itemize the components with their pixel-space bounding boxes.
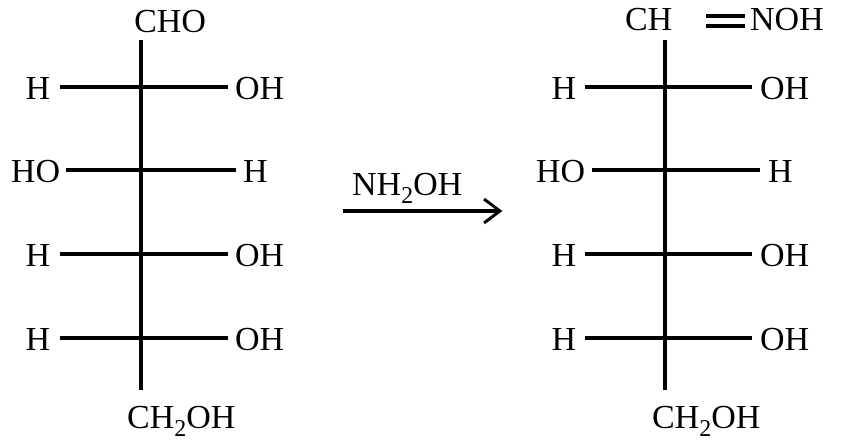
right-substituent: H [768, 153, 793, 190]
left-substituent: H [551, 321, 576, 358]
product-row-1: H OH [551, 70, 809, 107]
reactant-row-2: HO H [11, 153, 268, 190]
reactant-row-1: H OH [25, 70, 284, 107]
left-substituent: H [25, 70, 50, 107]
reaction-arrow: NH2OH [343, 166, 503, 225]
reactant-row-4: H OH [25, 321, 284, 358]
right-substituent: OH [235, 70, 284, 107]
product-row-2: HO H [536, 153, 793, 190]
right-substituent: OH [760, 70, 809, 107]
left-substituent: HO [11, 153, 60, 190]
reagent-label: NH2OH [352, 166, 462, 209]
product-top-left: CH [625, 1, 672, 38]
left-substituent: H [551, 237, 576, 274]
right-substituent: OH [235, 321, 284, 358]
reactant-fischer-projection: CHO H OH HO H H OH H OH CH2OH [11, 3, 284, 442]
right-substituent: OH [235, 237, 284, 274]
product-fischer-projection: CH NOH H OH HO H H OH H OH CH2OH [536, 1, 824, 442]
right-substituent: OH [760, 237, 809, 274]
right-substituent: OH [760, 321, 809, 358]
left-substituent: H [25, 237, 50, 274]
reactant-bottom-group: CH2OH [127, 399, 235, 442]
left-substituent: H [25, 321, 50, 358]
left-substituent: HO [536, 153, 585, 190]
left-substituent: H [551, 70, 576, 107]
reactant-row-3: H OH [25, 237, 284, 274]
arrow-head-icon [483, 197, 503, 225]
product-bottom-group: CH2OH [652, 399, 760, 442]
product-top-right: NOH [750, 1, 824, 38]
product-row-3: H OH [551, 237, 809, 274]
reactant-top-group: CHO [134, 3, 206, 40]
right-substituent: H [243, 153, 268, 190]
product-row-4: H OH [551, 321, 809, 358]
